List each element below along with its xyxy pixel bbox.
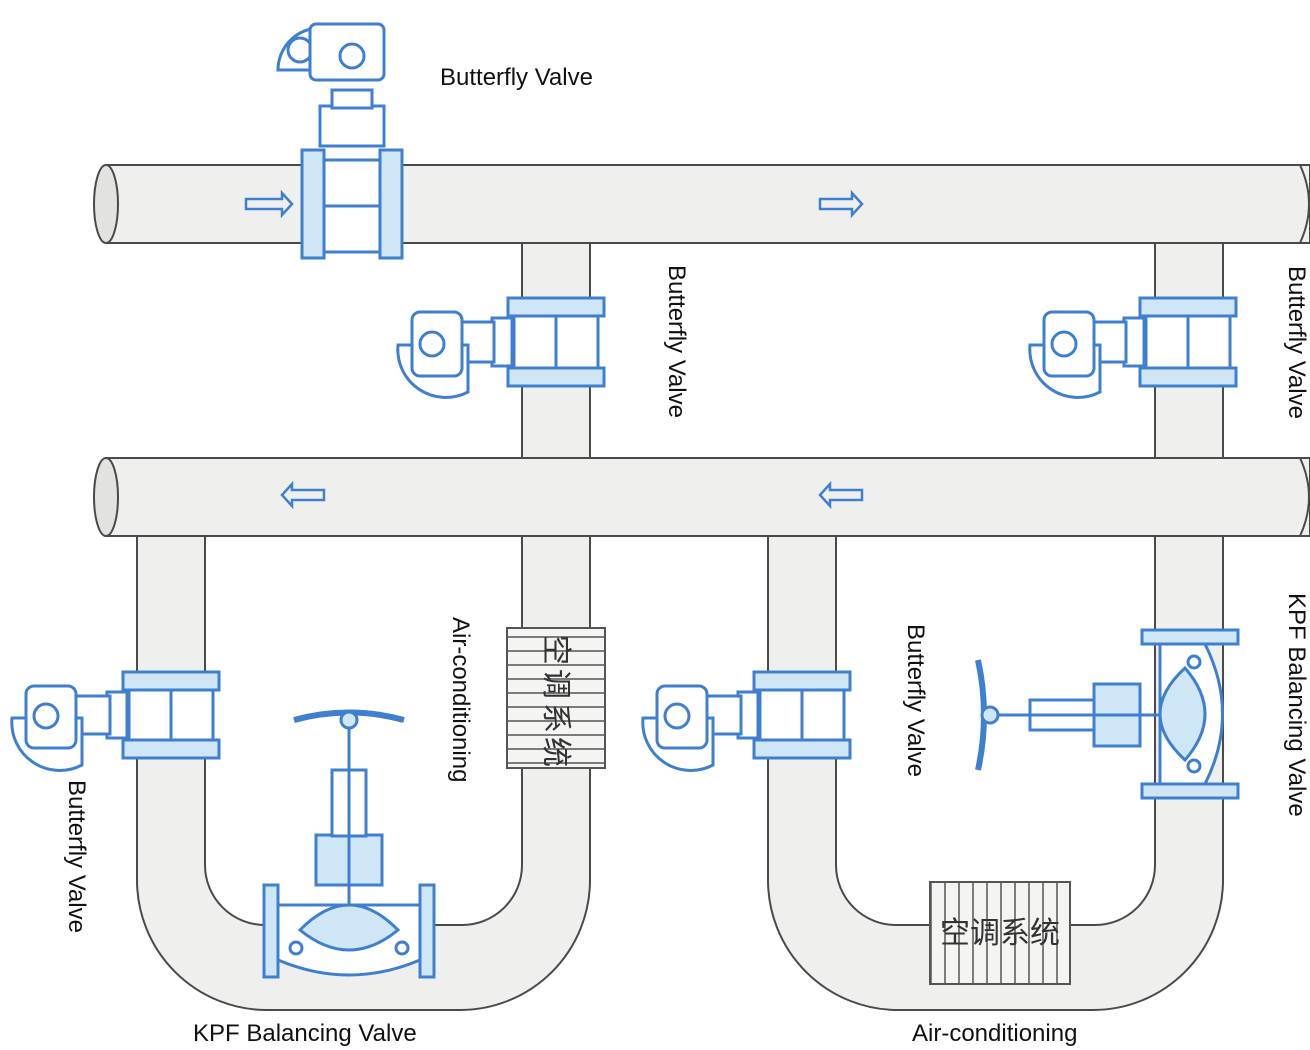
ac-unit-bottom [929, 881, 1071, 985]
label-butterfly-valve-bottom-center: Butterfly Valve [902, 624, 929, 777]
ac-unit-left-char: 空 [538, 635, 573, 665]
butterfly-valve-main [276, 22, 404, 260]
u-loop-right [767, 534, 1224, 1011]
label-air-conditioning-left: Air-conditioning [447, 617, 474, 783]
butterfly-valve-loop-right [641, 670, 852, 772]
ac-unit-left [506, 627, 606, 769]
supply-main-pipe [93, 164, 1310, 244]
ac-unit-left-char: 统 [538, 737, 573, 767]
butterfly-valve-riser-right [1028, 296, 1238, 399]
ac-unit-left-char: 调 [538, 669, 573, 699]
u-loop-left [136, 534, 591, 1011]
label-air-conditioning-bottom: Air-conditioning [912, 1020, 1078, 1047]
ac-unit-bottom-text: 空调系统 [940, 916, 1060, 951]
return-main-pipe [93, 457, 1310, 537]
ac-unit-left-char: 系 [538, 703, 573, 733]
flow-arrow-right-1 [244, 189, 294, 219]
label-kpf-balancing-valve-right: KPF Balancing Valve [1283, 593, 1310, 817]
flow-arrow-left-2 [818, 480, 864, 510]
ac-unit-left-text: 空调系统 [538, 635, 573, 767]
butterfly-valve-loop-left [10, 670, 221, 772]
flow-arrow-left-1 [280, 480, 326, 510]
flow-arrow-right-2 [818, 189, 864, 219]
label-kpf-balancing-valve-left: KPF Balancing Valve [193, 1020, 417, 1047]
label-butterfly-valve-top: Butterfly Valve [440, 64, 593, 91]
kpf-balancing-valve-left [262, 709, 436, 979]
butterfly-valve-riser-left [396, 296, 606, 399]
label-butterfly-valve-mid-right: Butterfly Valve [1283, 266, 1310, 419]
kpf-balancing-valve-right [975, 628, 1240, 800]
label-butterfly-valve-mid-left: Butterfly Valve [663, 265, 690, 418]
label-butterfly-valve-bottom-left: Butterfly Valve [63, 780, 90, 933]
